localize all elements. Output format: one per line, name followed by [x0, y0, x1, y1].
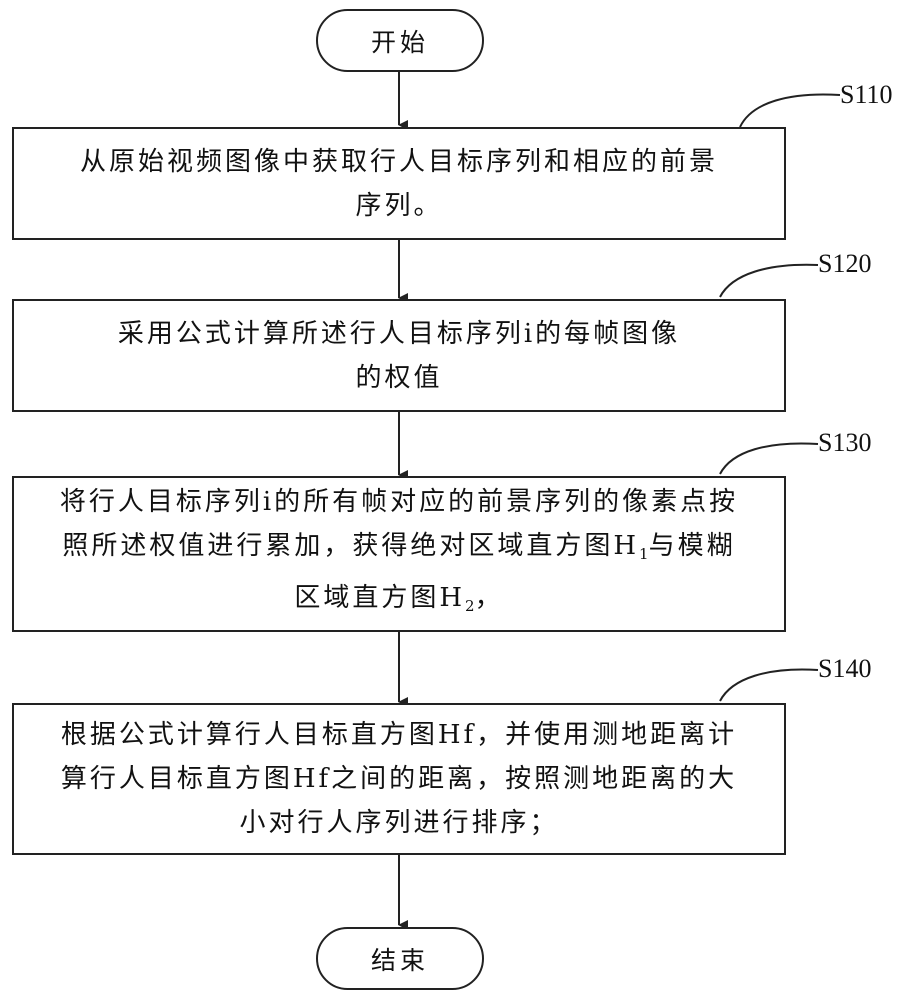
step-s130-line-3-text: 区域直方图H: [294, 583, 466, 613]
step-label-s130: S130: [818, 428, 872, 457]
leader-s130: [719, 442, 819, 475]
step-s130-line-2: 照所述权值进行累加，获得绝对区域直方图H1与模糊: [60, 524, 738, 576]
step-s130-line-1: 将行人目标序列i的所有帧对应的前景序列的像素点按: [59, 487, 739, 517]
step-s130-line-3-sub: 2: [465, 597, 475, 615]
step-s130-line-2-sub: 1: [639, 545, 649, 563]
start-label: 开始: [370, 27, 429, 57]
step-s130-line-3: 区域直方图H2，: [60, 576, 738, 628]
step-box-s130: 将行人目标序列i的所有帧对应的前景序列的像素点按 照所述权值进行累加，获得绝对区…: [12, 476, 786, 632]
leader-s110: [739, 93, 841, 128]
step-label-s140: S140: [818, 654, 872, 683]
step-s130-line-3-tail: ，: [474, 583, 504, 613]
step-s130-line-2-text: 照所述权值进行累加，获得绝对区域直方图H: [62, 531, 640, 561]
step-s140-line-2: 算行人目标直方图Hf之间的距离，按照测地距离的大: [60, 764, 738, 794]
step-s140-line-3: 小对行人序列进行排序；: [239, 808, 559, 838]
leader-s120: [719, 263, 819, 298]
end-terminal: 结束: [316, 927, 484, 990]
step-s120-line-2: 的权值: [355, 362, 443, 393]
step-label-s120: S120: [818, 249, 872, 278]
step-box-s110: 从原始视频图像中获取行人目标序列和相应的前景 序列。: [12, 127, 786, 240]
step-s120-line-1: 采用公式计算所述行人目标序列i的每帧图像: [117, 318, 681, 349]
step-box-s120: 采用公式计算所述行人目标序列i的每帧图像 的权值: [12, 299, 786, 412]
step-label-s110: S110: [840, 80, 893, 109]
step-s140-line-1: 根据公式计算行人目标直方图Hf，并使用测地距离计: [60, 720, 738, 750]
leader-s140: [719, 668, 819, 702]
step-s110-line-2: 序列。: [355, 190, 443, 221]
step-box-s140: 根据公式计算行人目标直方图Hf，并使用测地距离计 算行人目标直方图Hf之间的距离…: [12, 703, 786, 855]
start-terminal: 开始: [316, 9, 484, 72]
step-s130-line-2-tail: 与模糊: [648, 531, 736, 561]
step-s110-line-1: 从原始视频图像中获取行人目标序列和相应的前景: [79, 146, 718, 177]
end-label: 结束: [370, 945, 429, 975]
